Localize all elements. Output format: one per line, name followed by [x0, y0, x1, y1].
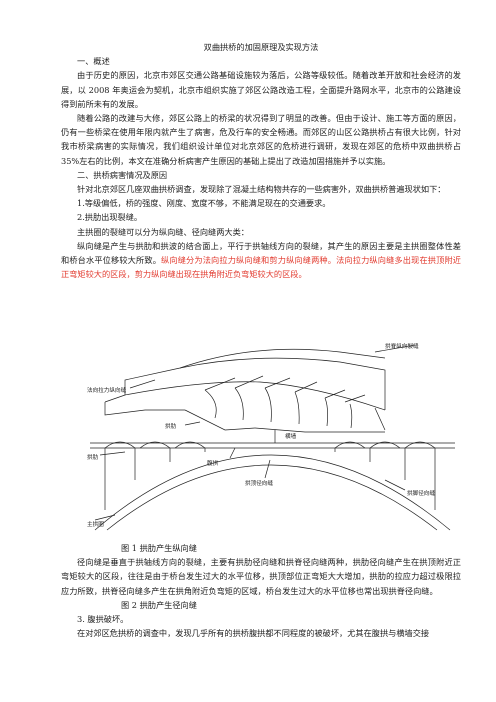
figure-1-caption: 图 1 拱肋产生纵向缝: [121, 543, 197, 553]
section-2-paragraph-2: 主拱圈的裂缝可以分为纵向缝、径向缝两大类：: [77, 226, 249, 237]
figure-arch-bridge-diagram: 拱脊纵向裂缝 法向拉力纵向缝 拱肋 拱肋 腹拱 横墙 拱顶径向缝 拱脚径向缝 主…: [85, 340, 465, 535]
spandrel-arches-right: [334, 441, 436, 449]
figure-2-caption: 图 2 拱肋产生径向缝: [121, 599, 197, 610]
section-3-paragraph-1: 在对郊区危拱桥的调查中，发现几乎所有的拱桥腹拱都不同程度的被破坏，尤其在腹拱与横…: [77, 628, 430, 639]
document-body-bottom: 图 1 拱肋产生纵向缝 径向缝是垂直于拱轴线方向的裂缝，主要有拱肋径向缝和拱脊径…: [61, 541, 461, 640]
section-1-paragraph-2: 随着公路的改建与大修，郊区公路上的桥梁的状况得到了明显的改善。但由于设计、施工等…: [61, 113, 461, 166]
section-1-paragraph-1: 由于历史的原因，北京市郊区交通公路基础设施较为落后，公路等级较低。随着改革开放和…: [61, 70, 461, 109]
paragraph-3-highlighted-text: 纵向缝分为法向拉力纵向缝和剪力纵向缝两种。法向拉力纵向缝多出现在拱顶附近正弯矩较…: [61, 255, 461, 280]
section-2-heading: 二、拱桥病害情况及原因: [77, 169, 168, 180]
label-b: 腹拱: [207, 459, 219, 467]
main-arch-extrados: [94, 454, 451, 531]
main-arch-intrados: [106, 464, 438, 531]
label-f: 主拱圈: [87, 520, 104, 528]
section-2-paragraph-4: 径向缝是垂直于拱轴线方向的裂缝，主要有拱肋径向缝和拱脊径向缝两种，拱肋径向缝产生…: [61, 557, 461, 596]
label-a: 拱肋: [87, 453, 99, 461]
label-d: 拱顶径向缝: [245, 479, 273, 487]
label-top-right: 拱脊纵向裂缝: [385, 342, 419, 350]
document-title: 双曲拱桥的加固原理及实现方法: [203, 42, 319, 52]
label-c: 横墙: [285, 432, 297, 440]
upper-arch-intrados: [124, 381, 386, 411]
deck-lines: [90, 442, 455, 449]
section-2-item-2: 2.拱肋出现裂缝。: [77, 212, 143, 223]
section-3-heading: 3. 腹拱破坏。: [77, 614, 129, 625]
arch-bridge-drawing: 拱脊纵向裂缝 法向拉力纵向缝 拱肋 拱肋 腹拱 横墙 拱顶径向缝 拱脚径向缝 主…: [87, 342, 455, 531]
label-left: 法向拉力纵向缝: [87, 386, 127, 394]
paragraph-3-black-text: 纵向缝是产生与拱肋和拱波的结合面上，平行于拱轴线方向的裂缝，其产生的原因主要是主…: [61, 240, 461, 266]
section-2-item-1: 1.等级偏低，桥的强度、刚度、宽度不够，不能满足现在的交通要求。: [77, 198, 331, 209]
document-body-top: 双曲拱桥的加固原理及实现方法 一、概述 由于历史的原因，北京市郊区交通公路基础设…: [61, 40, 461, 281]
section-2-paragraph-1: 针对北京郊区几座双曲拱桥调查，发现除了混凝土结构物共存的一些病害外，双曲拱桥普遍…: [77, 184, 446, 195]
upper-arch-face: [179, 357, 386, 410]
section-1-heading: 一、概述: [77, 56, 110, 67]
label-rib: 拱肋: [165, 422, 177, 430]
label-e: 拱脚径向缝: [407, 489, 435, 497]
section-2-paragraph-3: 纵向缝是产生与拱肋和拱波的结合面上，平行于拱轴线方向的裂缝，其产生的原因主要是主…: [61, 239, 461, 282]
spandrel-arches-left: [104, 441, 206, 449]
